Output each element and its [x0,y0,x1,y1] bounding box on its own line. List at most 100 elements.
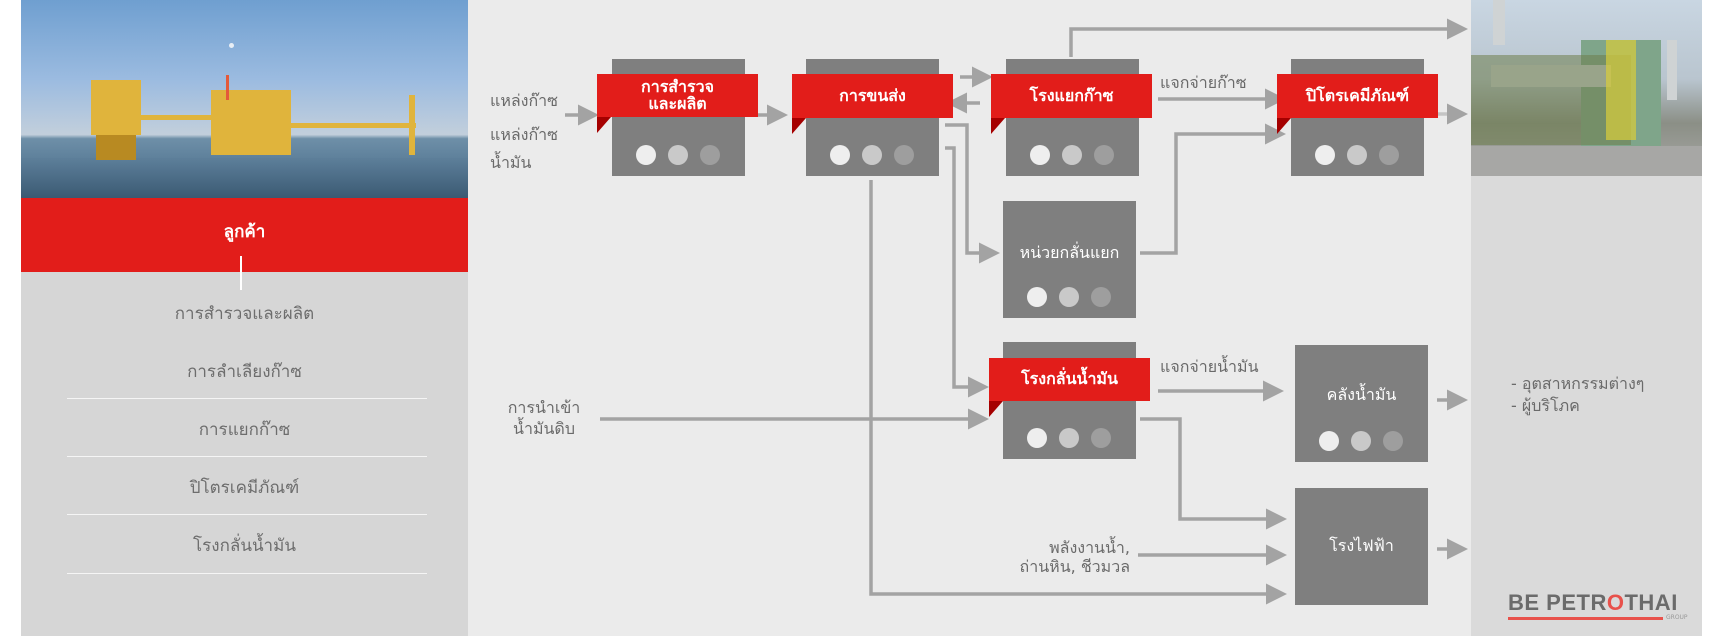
left-item-gas-separation[interactable]: การแยกก๊าซ [198,420,291,440]
node-oil-depot-label: คลังน้ำมัน [1326,385,1397,404]
dot [1062,145,1082,165]
plant-column [1667,40,1677,100]
brand-part2: THAI [1624,590,1678,615]
offshore-platform-photo [21,0,468,198]
divider [67,514,427,515]
arrow-transport-to-fractionation [945,123,1000,264]
arrow-refinery-to-power-plant [1140,417,1287,530]
divider [67,398,427,399]
industrial-plant-photo [1471,0,1702,176]
dot [1059,287,1079,307]
label-other-energy-1: พลังงานน้ำ, [1049,538,1130,557]
arrow-gas-separation-to-plant [1069,18,1468,57]
rig-bridge-left [141,115,211,120]
dot [1319,431,1339,451]
node-power-plant[interactable]: โรงไฟฟ้า [1295,488,1428,605]
left-item-petrochemical[interactable]: ปิโตรเคมีภัณฑ์ [189,478,300,498]
brand-underline [1508,617,1663,620]
node-dots [1030,145,1114,165]
connector-lines [565,18,1468,605]
dot [862,145,882,165]
brand-o-icon: O [1606,590,1625,615]
node-dots [1319,431,1403,451]
label-gas-oil-source-2: น้ำมัน [490,153,532,172]
brand-part1: BE PETR [1508,590,1607,615]
node-oil-depot[interactable]: คลังน้ำมัน [1295,345,1428,462]
dot [700,145,720,165]
rig-module-left [91,80,141,135]
dot [1315,145,1335,165]
node-refinery-banner: โรงกลั่นน้ำมัน [989,358,1150,401]
dot [1027,428,1047,448]
node-gas-separation-banner: โรงแยกก๊าซ [991,74,1152,118]
left-item-exploration[interactable]: การสำรวจและผลิต [174,304,315,324]
moon [229,43,234,48]
plant-column [1493,0,1505,45]
brand-wordmark: BE PETROTHAI [1508,590,1683,616]
left-panel: ลูกค้า การสำรวจและผลิต การลำเลียงก๊าซ กา… [21,0,468,636]
right-panel: - อุตสาหกรรมต่างๆ - ผู้บริโภค BE PETROTH… [1471,0,1702,636]
divider [67,456,427,457]
arrow-fractionation-to-petrochemical [1140,123,1286,255]
consumer-industries: - อุตสาหกรรมต่างๆ [1511,374,1645,393]
rig-flare [226,75,229,100]
brand-group: GROUP [1666,614,1688,621]
sea [21,158,468,198]
dot [1094,145,1114,165]
label-other-energy: พลังงานน้ำ, ถ่านหิน, ชีวมวล [938,538,1130,576]
node-exploration-banner: การสำรวจ และผลิต [597,74,758,117]
node-dots [636,145,720,165]
node-dots [1027,428,1111,448]
dot [830,145,850,165]
label-oil-distribution: แจกจ่ายน้ำมัน [1160,357,1259,376]
dot [1030,145,1050,165]
node-petrochemical-banner: ปิโตรเคมีภัณฑ์ [1277,74,1438,118]
node-dots [1315,145,1399,165]
label-crude-import: การนำเข้า น้ำมันดิบ [504,398,584,440]
dot [1091,287,1111,307]
node-fractionation[interactable]: หน่วยกลั่นแยก [1003,201,1136,318]
banner-fold [991,118,1005,134]
node-transport-banner: การขนส่ง [792,74,953,118]
node-exploration-label-1: การสำรวจ [641,76,714,96]
plant-road [1471,146,1702,176]
divider [67,573,427,574]
customer-header: ลูกค้า [21,198,468,272]
node-power-plant-label: โรงไฟฟ้า [1329,536,1394,555]
rig-legs-left [96,135,136,160]
label-gas-oil-source-1: แหล่งก๊าซ [490,125,559,144]
dot [1027,287,1047,307]
plant-stairs [1606,40,1636,140]
label-crude-import-2: น้ำมันดิบ [513,418,575,438]
dot [1351,431,1371,451]
rig-leg-right [409,95,415,155]
consumer-consumers: - ผู้บริโภค [1511,396,1580,416]
label-other-energy-2: ถ่านหิน, ชีวมวล [1019,557,1130,577]
label-crude-import-1: การนำเข้า [507,398,581,417]
arrow-transport-to-refinery [945,146,989,398]
node-fractionation-label: หน่วยกลั่นแยก [1019,243,1120,262]
brand-logo[interactable]: BE PETROTHAI GROUP [1508,590,1688,621]
dot [1383,431,1403,451]
dot [894,145,914,165]
dot [1379,145,1399,165]
banner-fold [792,118,806,134]
flow-diagram: แหล่งก๊าซ แหล่งก๊าซ น้ำมัน การนำเข้า น้ำ… [468,0,1471,636]
plant-frame [1471,55,1631,145]
consumer-list: - อุตสาหกรรมต่างๆ - ผู้บริโภค [1511,373,1644,418]
banner-fold [989,401,1003,417]
left-item-refinery[interactable]: โรงกลั่นน้ำมัน [193,536,296,556]
dot [1059,428,1079,448]
dot [1091,428,1111,448]
rig-module-center [211,90,291,155]
label-gas-distribution: แจกจ่ายก๊าซ [1160,73,1247,92]
banner-fold [597,117,611,133]
dot [636,145,656,165]
arrow-transport-to-power-plant [869,180,1287,605]
label-gas-source: แหล่งก๊าซ [490,91,559,110]
dot [1347,145,1367,165]
left-item-gas-transmission[interactable]: การลำเลียงก๊าซ [187,362,302,382]
customer-connector [240,256,242,290]
rig-bridge-right [291,123,416,128]
dot [668,145,688,165]
